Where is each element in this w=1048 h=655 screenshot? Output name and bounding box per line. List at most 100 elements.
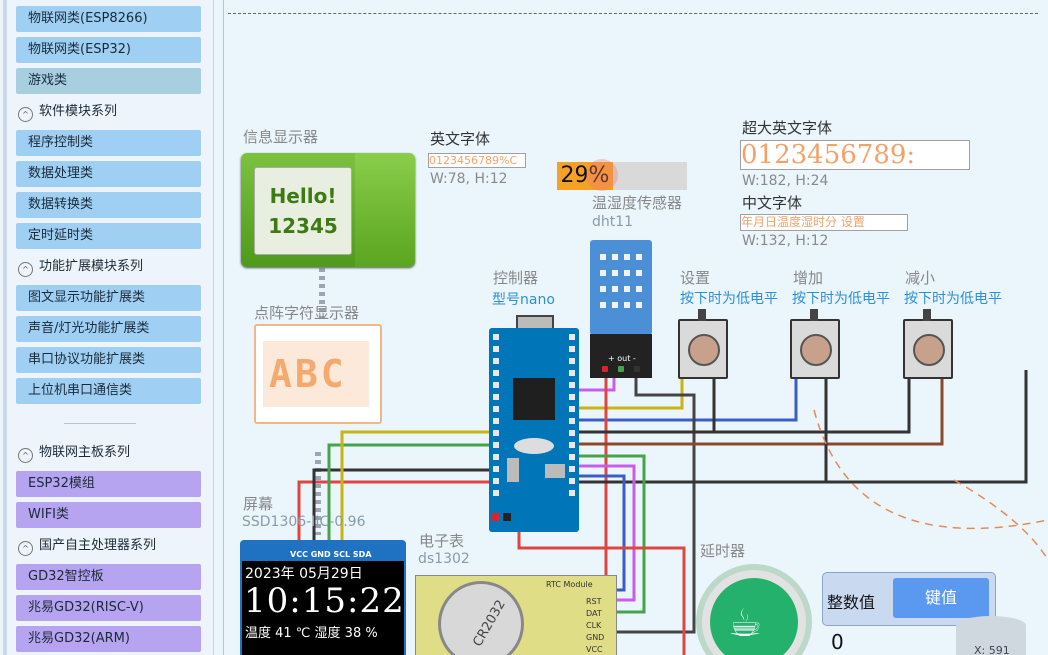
dht-base: + out - [590, 334, 652, 378]
cursor-highlight [586, 159, 618, 191]
button-label: 设置 [680, 269, 711, 287]
pin[interactable] [634, 366, 640, 372]
timer-module[interactable]: ☕ [696, 564, 812, 655]
wire-blue [579, 474, 626, 592]
oled-screen: 2023年 05月29日 10:15:22 温度 41 ℃ 湿度 38 % [242, 561, 404, 655]
button-add[interactable] [790, 309, 840, 379]
collapse-icon: ^ [18, 541, 33, 556]
info-display-label: 信息显示器 [243, 128, 319, 146]
wire-brown [579, 370, 944, 446]
canvas-dashed-guide [228, 13, 1038, 14]
info-display-side [355, 153, 415, 267]
wire-purple [579, 372, 616, 392]
controller-label: 控制器 [493, 269, 539, 287]
pin[interactable] [618, 366, 624, 372]
canvas-edge-line [223, 0, 224, 655]
rtc-pin-label: GND [586, 633, 605, 642]
info-display-module[interactable]: Hello! 12345 [241, 153, 415, 267]
wire-red [517, 525, 686, 655]
wire-black [312, 468, 492, 545]
timer-face: ☕ [710, 578, 798, 655]
wire-yellow [340, 430, 494, 545]
dht-model: dht11 [592, 214, 634, 230]
key-value-button[interactable]: 键值 [893, 578, 989, 618]
sidebar-item[interactable]: WIFI类 [16, 502, 201, 528]
big-font-sample[interactable]: 0123456789: [740, 140, 970, 170]
progress-value: 29% [557, 162, 613, 190]
wire-green [579, 454, 646, 614]
sidebar-item[interactable]: 物联网类(ESP8266) [16, 6, 201, 32]
button-cap [688, 334, 720, 366]
rtc-module[interactable]: CR2032 RTC Module RST DAT CLK GND VCC [415, 575, 617, 655]
dot-matrix-module[interactable]: ABC [254, 324, 382, 424]
info-display-line1: Hello! [269, 184, 337, 208]
button-cap [800, 334, 832, 366]
rtc-pin-label: DAT [586, 609, 602, 618]
oled-module[interactable]: VCC GND SCL SDA 2023年 05月29日 10:15:22 温度… [240, 540, 406, 655]
integer-value: 0 [831, 630, 844, 654]
sidebar-item[interactable]: 数据转换类 [16, 192, 201, 218]
button-hint: 按下时为低电平 [680, 291, 778, 307]
coffee-cup-icon: ☕ [728, 601, 763, 645]
button-stem [698, 309, 706, 321]
cn-font-sample[interactable]: 年月日温度湿时分 设置 [740, 214, 908, 231]
button-stem [923, 309, 931, 321]
sidebar-item[interactable]: 兆易GD32(RISC-V) [16, 595, 201, 621]
button-hint: 按下时为低电平 [792, 291, 890, 307]
english-font-label: 英文字体 [430, 130, 491, 148]
sidebar-item[interactable]: ESP32模组 [16, 471, 201, 497]
dot-matrix-label: 点阵字符显示器 [254, 304, 360, 322]
sidebar-section[interactable]: ^物联网主板系列 [18, 443, 130, 463]
coordinate-cylinder: X: 591 [956, 616, 1026, 655]
sidebar-item[interactable]: 声音/灯光功能扩展类 [16, 316, 201, 342]
sidebar-item[interactable]: 物联网类(ESP32) [16, 37, 201, 63]
sidebar-section[interactable]: ^国产自主处理器系列 [18, 536, 156, 556]
rtc-pins: RST DAT CLK GND VCC [586, 596, 604, 655]
integer-widget[interactable]: 整数值 键值 [822, 572, 996, 626]
sidebar-section[interactable]: ^ 软件模块系列 [18, 102, 117, 122]
sidebar-accent-bar [3, 0, 7, 655]
sidebar-item[interactable]: 串口协议功能扩展类 [16, 347, 201, 373]
rtc-model: ds1302 [418, 551, 470, 567]
sidebar-item[interactable]: 程序控制类 [16, 130, 201, 156]
dht-grid [600, 254, 642, 308]
sidebar-section-label: 物联网主板系列 [39, 445, 131, 460]
wire-orange-dashed [953, 479, 1048, 561]
dht11-sensor[interactable] [590, 240, 652, 335]
rtc-pin-label: VCC [586, 645, 603, 654]
sidebar-item[interactable]: 定时延时类 [16, 223, 201, 249]
button-decrease[interactable] [903, 309, 953, 379]
sidebar-item[interactable]: 游戏类 [16, 68, 201, 94]
sidebar-item[interactable]: 数据处理类 [16, 161, 201, 187]
pin[interactable] [602, 366, 608, 372]
coin-cell-label: CR2032 [470, 597, 509, 650]
rtc-pin-label: RST [586, 597, 602, 606]
button-hint: 按下时为低电平 [904, 291, 1002, 307]
cn-font-label: 中文字体 [742, 194, 803, 212]
wire-orange-dashed [813, 409, 1048, 530]
button-set[interactable] [678, 309, 728, 379]
progress-badge[interactable]: 29% [557, 162, 687, 190]
big-font-label: 超大英文字体 [742, 119, 833, 137]
design-canvas[interactable]: 信息显示器 Hello! 12345 点阵字符显示器 ABC 英文字体 0123… [214, 0, 1048, 655]
wire-black [579, 370, 911, 434]
sidebar-item[interactable]: 图文显示功能扩展类 [16, 285, 201, 311]
english-font-sample[interactable]: 0123456789%C [428, 153, 526, 168]
nano-detail [491, 334, 575, 521]
collapse-icon: ^ [18, 107, 33, 122]
info-display-line2: 12345 [268, 214, 338, 238]
sidebar-section[interactable]: ^功能扩展模块系列 [18, 257, 143, 277]
sidebar-item[interactable]: 兆易GD32(ARM) [16, 626, 201, 652]
wire-black [579, 370, 1028, 484]
controller-model: 型号nano [492, 292, 555, 308]
dht-out-label: + out - [608, 354, 636, 363]
sidebar-item[interactable]: GD32智控板 [16, 564, 201, 590]
rtc-module-label: RTC Module [546, 580, 593, 589]
sidebar-section-label: 软件模块系列 [39, 104, 118, 119]
screen-label: 屏幕 [243, 495, 274, 513]
sidebar-item[interactable]: 上位机串口通信类 [16, 378, 201, 404]
rtc-pin-label: CLK [586, 621, 602, 630]
wire-purple [579, 464, 636, 602]
dht-label: 温湿度传感器 [592, 194, 683, 212]
arduino-nano-board[interactable] [489, 328, 579, 532]
